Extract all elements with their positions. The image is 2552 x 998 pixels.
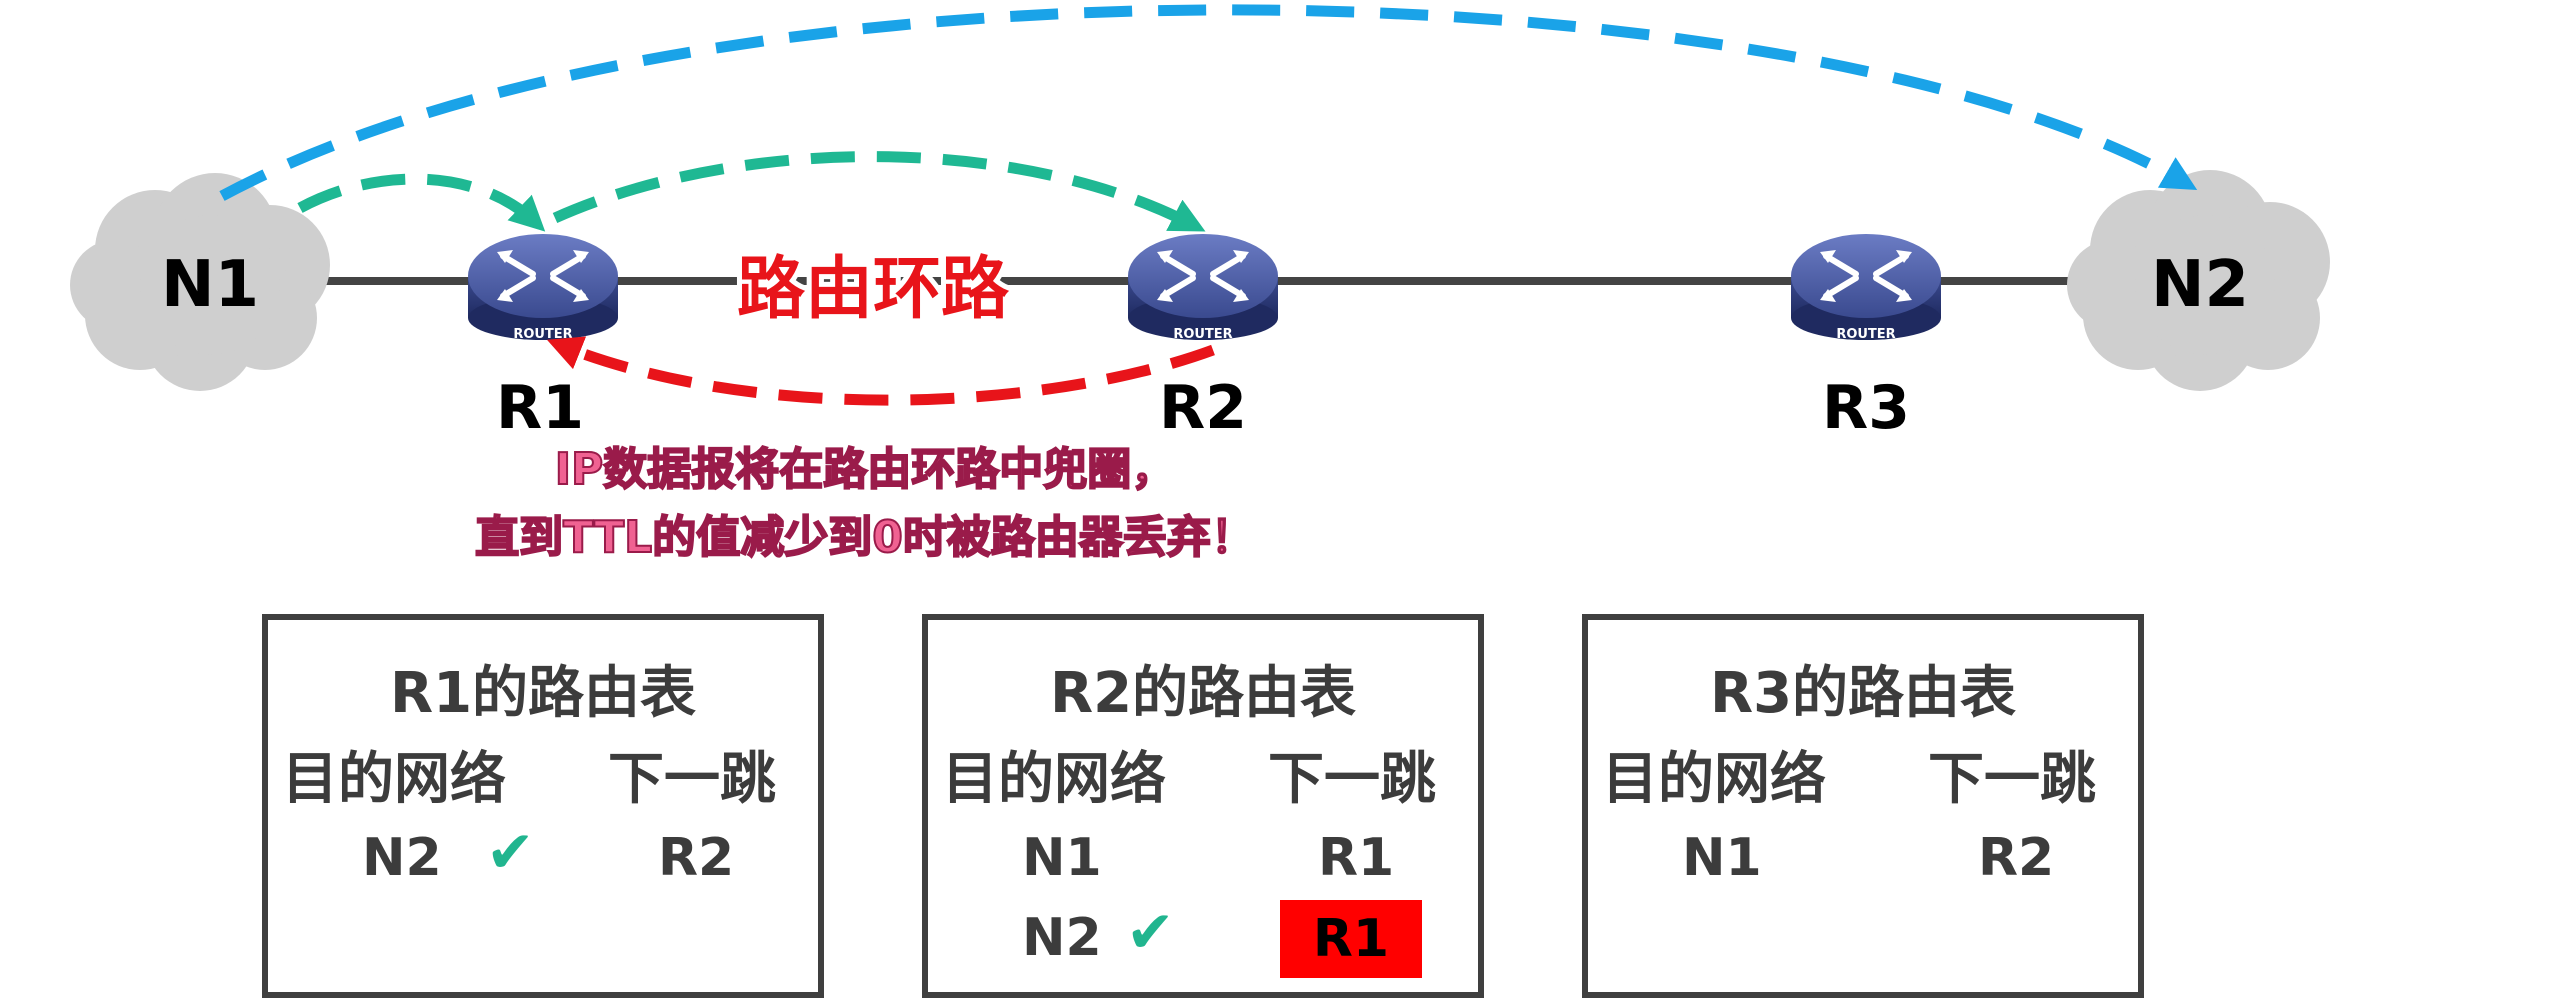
router-icon-text: ROUTER: [513, 327, 572, 342]
blue-dashed-arrow-n1-to-n2: [219, 4, 2198, 201]
network-n1-label: N1: [161, 248, 259, 322]
table-title: R3的路由表: [1709, 661, 2017, 726]
green-dashed-arrow-r1-to-r2: [552, 151, 1206, 232]
column-header-next-hop: 下一跳: [1928, 747, 2096, 812]
network-n1-cloud: N1: [70, 173, 330, 391]
table-title: R1的路由表: [389, 661, 697, 726]
routing-table-r1: R1的路由表 目的网络 下一跳 N2 ✔ R2: [262, 614, 824, 998]
check-icon: ✔: [486, 818, 535, 886]
table-row-2-next-hop-highlighted: R1: [1280, 900, 1422, 978]
column-header-destination: 目的网络: [942, 747, 1166, 812]
router-r3: ROUTER R3: [1791, 234, 1941, 443]
network-n2-cloud: N2: [2067, 170, 2330, 391]
table-row-1-destination: N2: [362, 828, 442, 888]
check-icon: ✔: [1126, 898, 1175, 966]
table-title: R2的路由表: [1049, 661, 1357, 726]
routing-table-r2: R2的路由表 目的网络 下一跳 N1 R1 N2 ✔ R1: [922, 614, 1484, 998]
table-row-1-next-hop: R2: [658, 828, 735, 888]
table-row-1-next-hop: R1: [1318, 828, 1395, 888]
table-row-1-destination: N1: [1682, 828, 1762, 888]
green-dashed-arrow-n1-to-r1: [297, 173, 546, 232]
router-r1: ROUTER R1: [468, 234, 618, 443]
router-icon: ROUTER: [1791, 234, 1941, 342]
router-icon: ROUTER: [468, 234, 618, 342]
column-header-next-hop: 下一跳: [1268, 747, 1436, 812]
table-row-2-destination: N2: [1022, 908, 1102, 968]
column-header-next-hop: 下一跳: [608, 747, 776, 812]
router-r2-label: R2: [1159, 373, 1247, 443]
red-dashed-arrow-r2-to-r1: [546, 336, 1215, 406]
router-r1-label: R1: [496, 373, 584, 443]
network-n2-label: N2: [2151, 248, 2249, 322]
column-header-destination: 目的网络: [1602, 747, 1826, 812]
router-r3-label: R3: [1822, 373, 1910, 443]
note-line-2: 直到TTL的值减少到0时被路由器丢弃！: [475, 512, 1255, 563]
table-row-1-destination: N1: [1022, 828, 1102, 888]
column-header-destination: 目的网络: [282, 747, 506, 812]
routing-table-r3: R3的路由表 目的网络 下一跳 N1 R2: [1582, 614, 2144, 998]
router-icon-text: ROUTER: [1836, 327, 1895, 342]
routing-loop-label: 路由环路: [737, 250, 1010, 329]
router-icon: ROUTER: [1128, 234, 1278, 342]
table-row-1-next-hop: R2: [1978, 828, 2055, 888]
note-line-1: IP数据报将在路由环路中兜圈，: [555, 444, 1176, 495]
router-r2: ROUTER R2: [1128, 234, 1278, 443]
router-icon-text: ROUTER: [1173, 327, 1232, 342]
